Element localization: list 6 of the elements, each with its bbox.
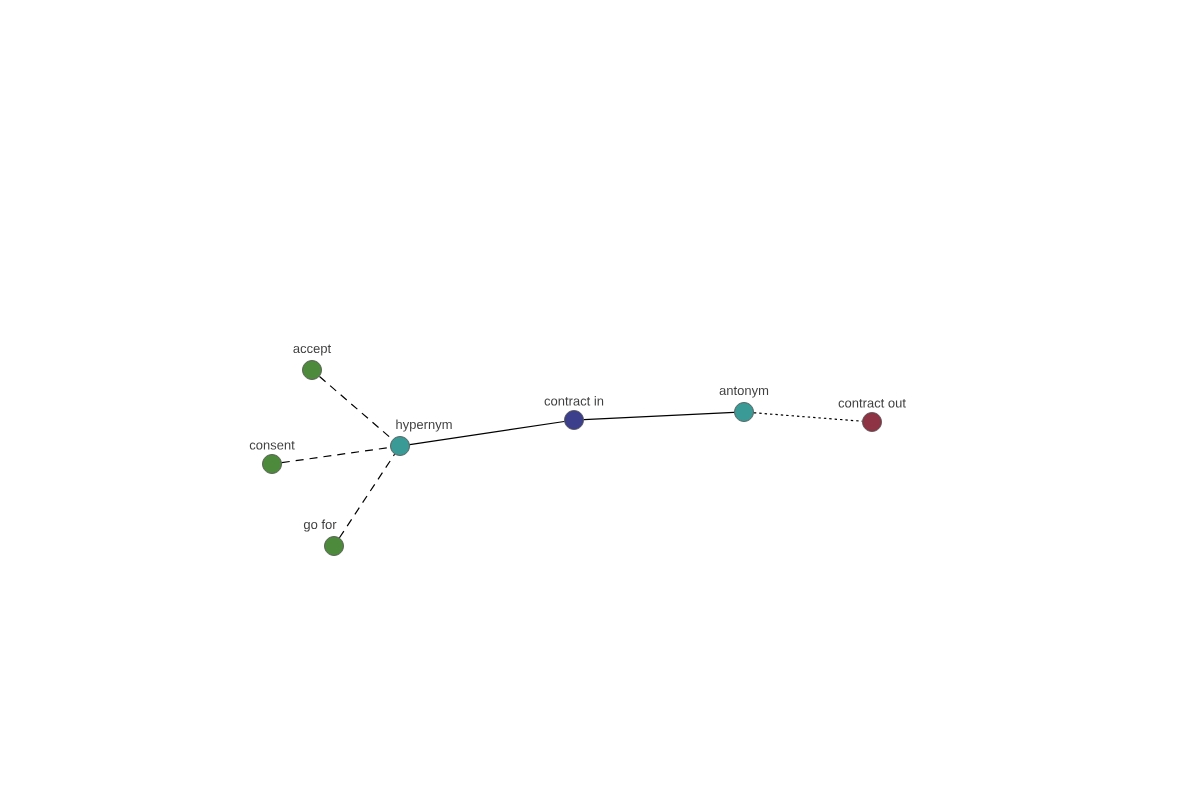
connector-line	[753, 412, 863, 422]
connector-line	[281, 446, 391, 464]
connector-line	[409, 420, 565, 446]
connector-line	[338, 453, 396, 539]
connector-line	[583, 411, 735, 421]
connector-line	[318, 375, 394, 441]
